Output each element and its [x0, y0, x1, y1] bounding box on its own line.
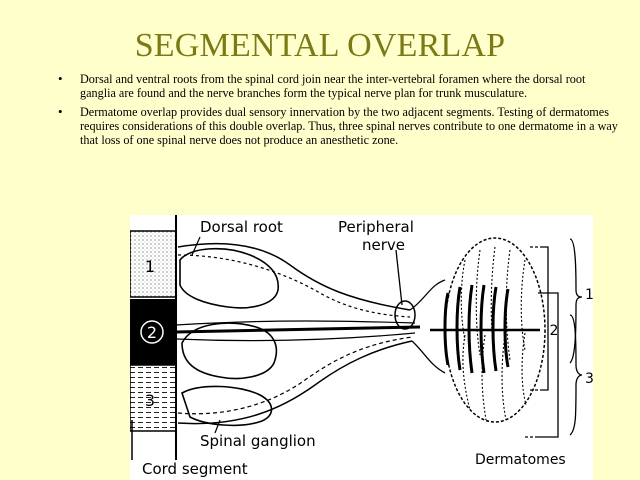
- bullet-text: Dorsal and ventral roots from the spinal…: [80, 72, 586, 101]
- bracket-outer: [542, 246, 549, 391]
- segment-label-1: 1: [145, 257, 155, 276]
- ganglion-lobe-middle: [181, 322, 278, 380]
- dermatome-oval: [430, 237, 546, 423]
- label-dorsal-root: Dorsal root: [200, 218, 283, 236]
- bracket-right-1: [569, 238, 583, 364]
- label-cord-segment: Cord segment: [142, 460, 248, 478]
- segmental-overlap-diagram: 1 2 3: [130, 215, 593, 480]
- label-peripheral-line1: Peripheral: [338, 218, 414, 236]
- ganglion-lobes: [179, 247, 279, 427]
- diagram-canvas: 1 2 3: [130, 215, 593, 478]
- nerve-middle: [175, 325, 421, 334]
- nerve-upper-1: [177, 242, 411, 311]
- cord-segment-column: 1 2 3: [130, 215, 177, 460]
- nerve-middle-lower: [175, 332, 416, 342]
- dermatome-brackets: [525, 238, 583, 438]
- nerve-lower-2: [177, 340, 413, 425]
- bullet-dot-icon: •: [58, 103, 63, 119]
- nerve-bundles: [175, 242, 446, 425]
- peripheral-nerve-ring: [394, 300, 416, 330]
- segment-2-marker: [140, 320, 164, 344]
- slide-title: SEGMENTAL OVERLAP: [134, 27, 506, 64]
- bullet-item: • Dermatome overlap provides dual sensor…: [58, 103, 618, 148]
- segment-label-2: 2: [147, 323, 157, 342]
- dorsal-root-pointer: [191, 236, 201, 256]
- ganglion-lobe-upper: [179, 247, 279, 309]
- bracket-label-3: 3: [585, 371, 593, 387]
- bullet-text: Dermatome overlap provides dual sensory …: [80, 104, 618, 148]
- branch-lower: [411, 340, 446, 374]
- bullet-list: • Dorsal and ventral roots from the spin…: [58, 71, 618, 151]
- label-peripheral-line2: nerve: [362, 236, 405, 254]
- bullet-item: • Dorsal and ventral roots from the spin…: [58, 71, 618, 101]
- bracket-label-2: 2: [550, 323, 559, 339]
- label-spinal-ganglion: Spinal ganglion: [200, 432, 316, 450]
- label-dermatomes: Dermatomes: [475, 452, 566, 468]
- ganglion-lobe-lower: [181, 385, 273, 427]
- nerve-lower-1: [177, 336, 413, 415]
- nerve-upper-2: [177, 254, 411, 318]
- bracket-middle: [538, 292, 559, 438]
- bracket-label-1: 1: [585, 287, 593, 303]
- peripheral-nerve-pointer: [395, 249, 403, 306]
- nerve-middle-upper: [175, 320, 416, 326]
- branch-upper: [409, 279, 446, 311]
- bullet-dot-icon: •: [58, 71, 63, 86]
- bracket-right-3: [569, 314, 583, 436]
- spinal-ganglion-pointer: [214, 419, 221, 434]
- segment-label-3: 3: [145, 391, 155, 410]
